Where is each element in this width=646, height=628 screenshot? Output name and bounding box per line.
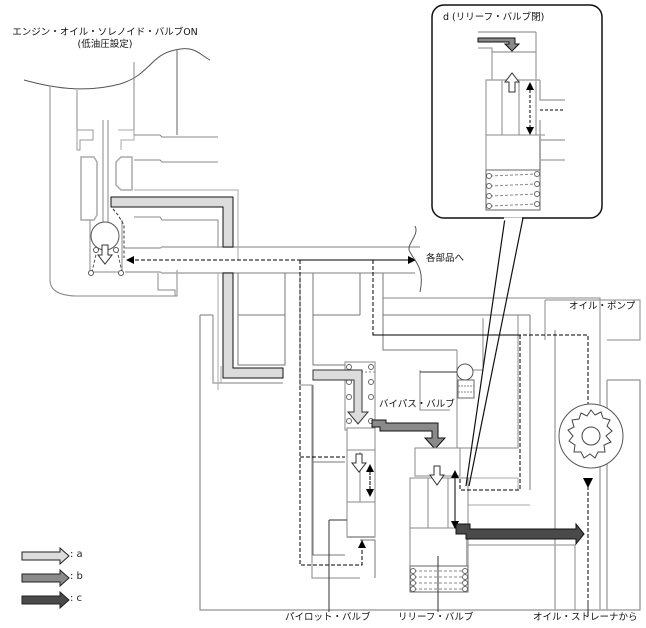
- relief-valve: [409, 447, 469, 593]
- legend-label-c: : c: [70, 593, 83, 604]
- flow-c-arrow: [455, 522, 585, 546]
- bypass-valve-label: バイパス・バルブ: [379, 399, 455, 410]
- from-strainer-label: オイル・ストレーナから: [533, 612, 638, 623]
- oil-pump-label: オイル・ポンプ: [569, 301, 636, 312]
- engine-wavy-top: [23, 48, 211, 90]
- oil-pump: [558, 403, 624, 469]
- title-line2: (低油圧設定): [77, 39, 133, 50]
- to-parts-label: 各部品へ: [426, 253, 465, 264]
- pilot-valve-label: パイロット・バルブ: [285, 612, 371, 623]
- inset-relief-closed: [431, 4, 603, 221]
- engine-outer-left: [49, 87, 178, 297]
- flow-arrow-down-icon: [96, 244, 114, 265]
- flow-arrow-up-icon: [503, 72, 521, 93]
- solenoid-check-ball: [88, 208, 125, 276]
- pressure-lines: [299, 260, 589, 618]
- flow-b-arrow: [371, 419, 447, 450]
- flow-arrow-down-icon: [350, 453, 368, 473]
- flow-a-passage-upper: [110, 196, 234, 248]
- bypass-valve: [420, 363, 475, 399]
- callout-pointer: [465, 217, 524, 487]
- title-line1: エンジン・オイル・ソレノイド・バルブON: [12, 27, 198, 38]
- legend-arrow-a: [21, 546, 70, 566]
- flow-arrow-down-icon: [429, 465, 445, 486]
- flow-a-passage-lower: [222, 272, 284, 379]
- inset-title: d (リリーフ・バルブ閉): [443, 12, 545, 23]
- legend: [21, 546, 70, 610]
- legend-arrow-b: [21, 568, 70, 588]
- flow-b-arrow-inset: [477, 37, 521, 52]
- legend-label-b: : b: [70, 571, 83, 582]
- legend-arrow-c: [21, 590, 70, 610]
- legend-label-a: : a: [70, 549, 83, 560]
- engine-block: [23, 48, 420, 297]
- relief-valve-label: リリーフ・バルブ: [398, 612, 474, 623]
- flow-a-arrow: [312, 369, 370, 425]
